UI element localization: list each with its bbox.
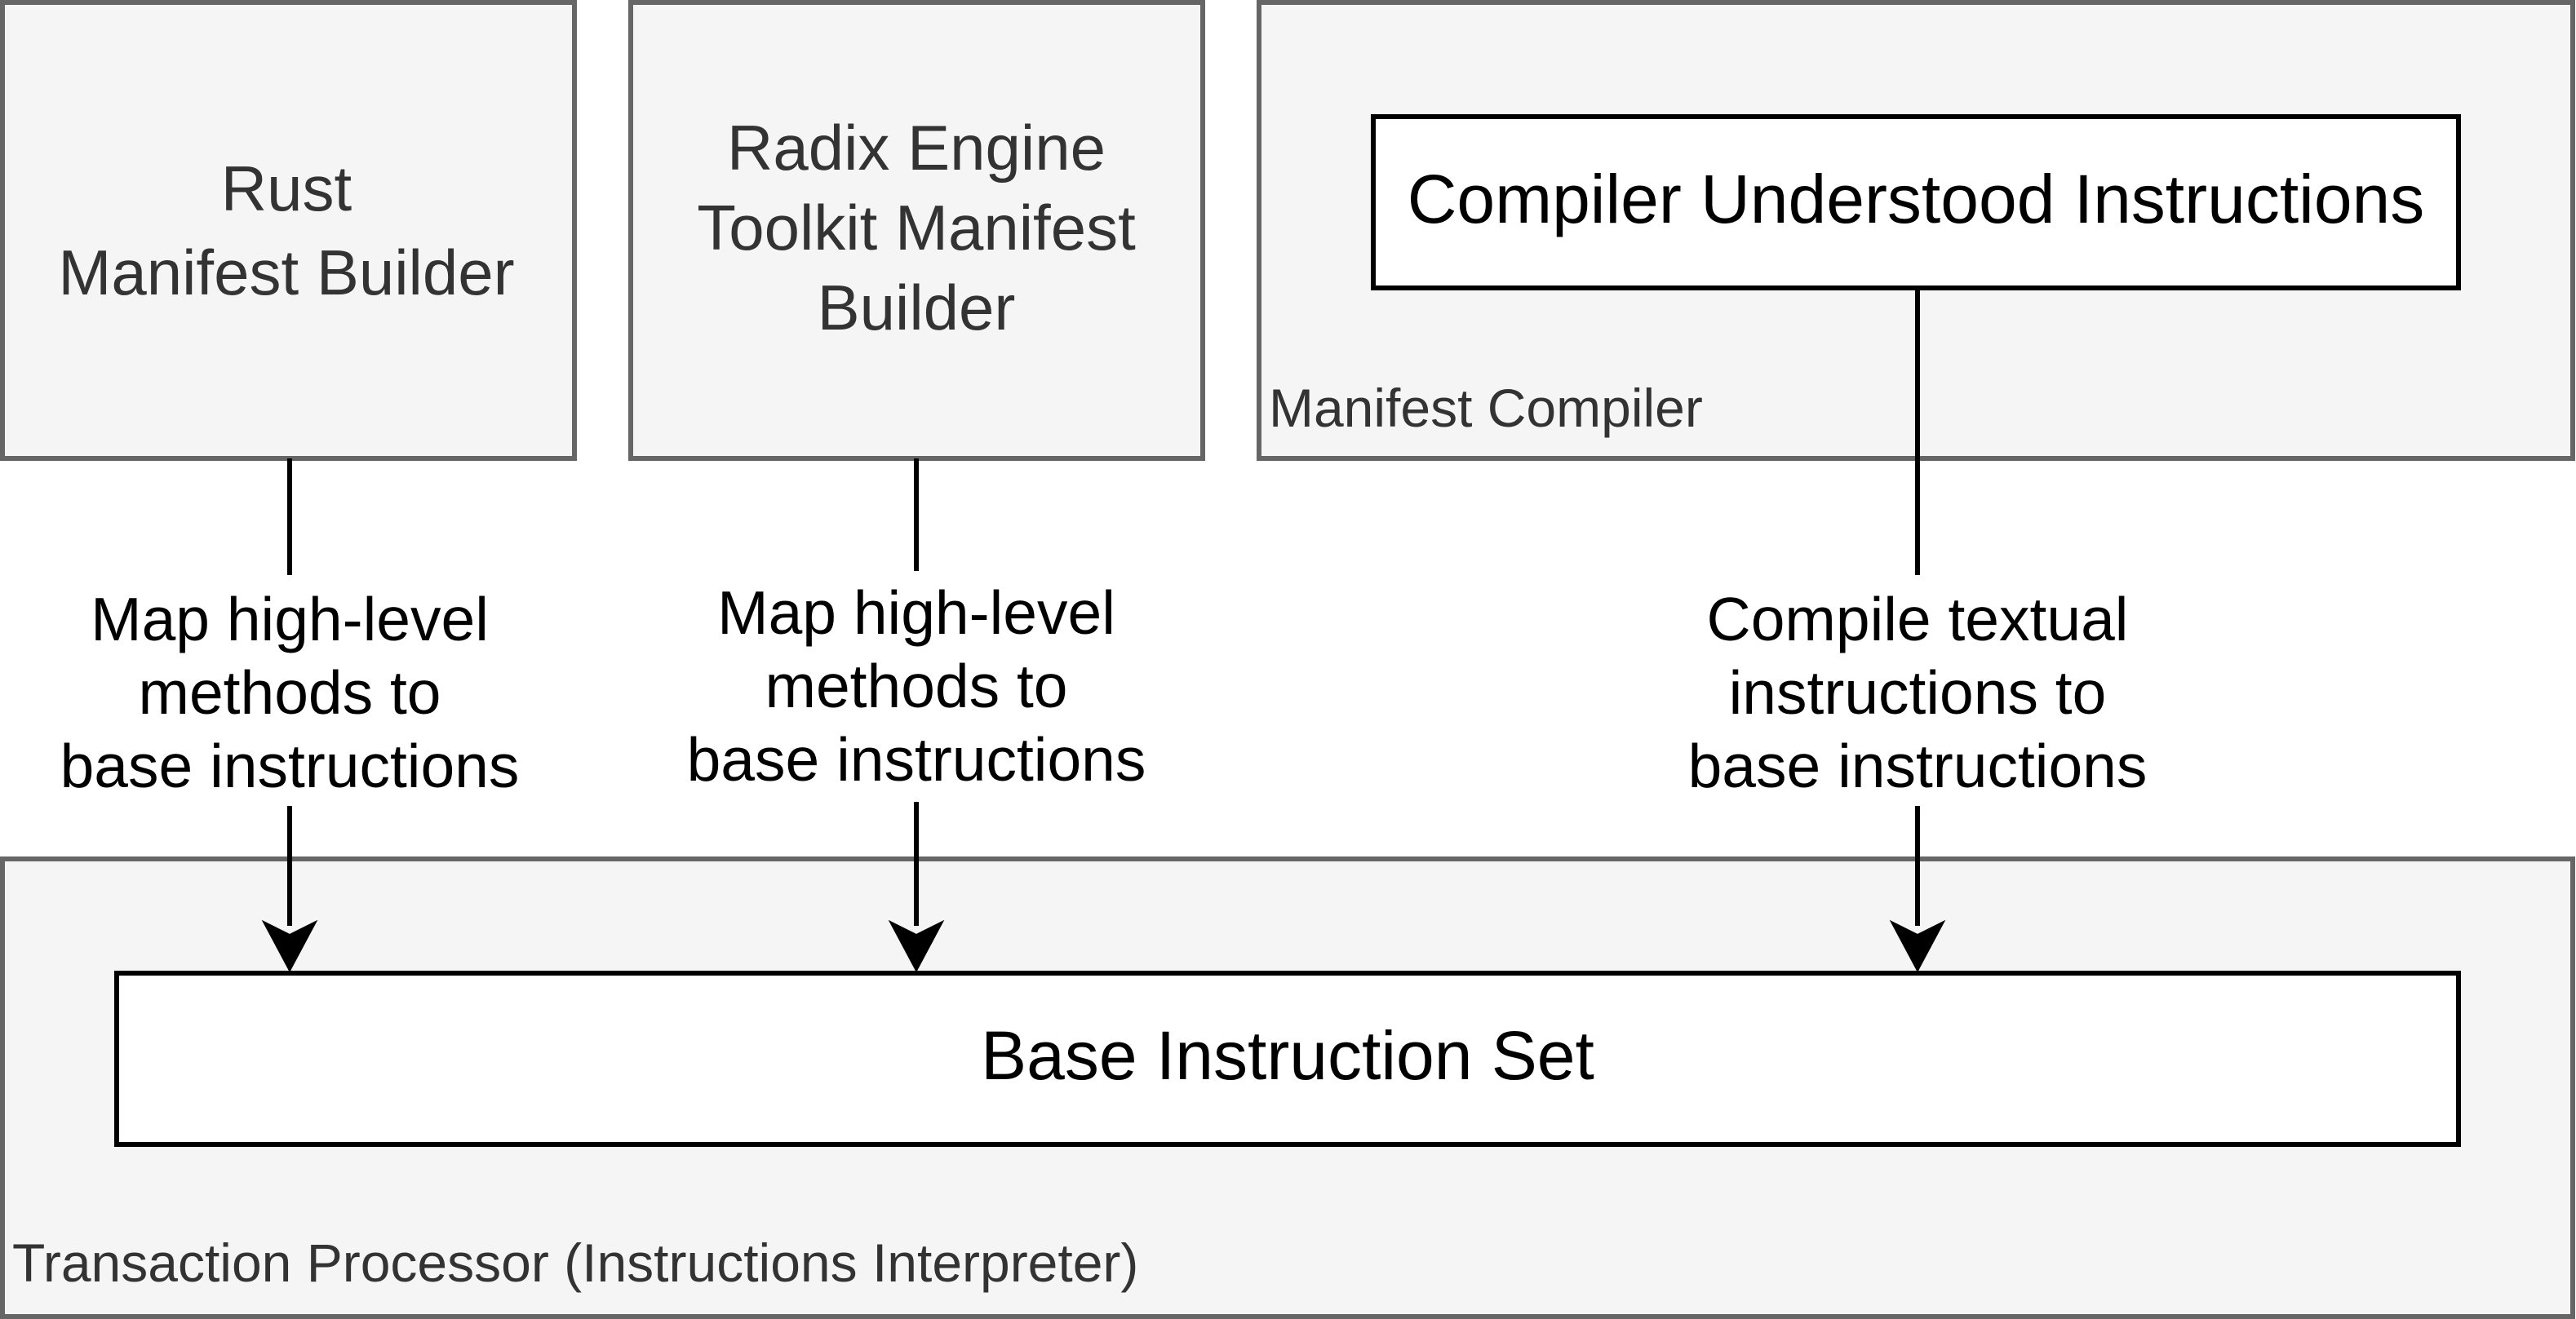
rust-builder-label-line-1: Rust	[221, 153, 352, 224]
edge-label-ret-line-2: methods to	[765, 652, 1067, 720]
edge-label-compiler: Compile textual instructions to base ins…	[1673, 575, 2162, 806]
ret-builder-label-line-3: Builder	[818, 272, 1016, 343]
base-instruction-set-node: Base Instruction Set	[114, 971, 2461, 1147]
edge-label-rust-line-2: methods to	[138, 658, 441, 727]
edge-label-rust-line-1: Map high-level	[91, 585, 489, 653]
manifest-compiler-label: Manifest Compiler	[1269, 378, 1703, 438]
base-instruction-set-label: Base Instruction Set	[981, 1017, 1594, 1094]
rust-manifest-builder-node: Rust Manifest Builder	[0, 0, 577, 461]
compiler-understood-instructions-label: Compiler Understood Instructions	[1408, 161, 2425, 237]
compiler-understood-instructions-node: Compiler Understood Instructions	[1371, 114, 2461, 290]
radix-engine-toolkit-builder-node: Radix Engine Toolkit Manifest Builder	[628, 0, 1205, 461]
edge-label-compiler-line-2: instructions to	[1729, 658, 2107, 727]
transaction-processor-label: Transaction Processor (Instructions Inte…	[12, 1233, 1138, 1293]
edge-label-ret: Map high-level methods to base instructi…	[672, 571, 1161, 802]
edge-label-ret-line-1: Map high-level	[717, 578, 1115, 647]
edge-label-compiler-line-3: base instructions	[1688, 732, 2148, 800]
edge-label-compiler-line-1: Compile textual	[1707, 585, 2129, 653]
ret-builder-label-line-1: Radix Engine	[727, 112, 1106, 184]
rust-builder-label-line-2: Manifest Builder	[58, 237, 514, 308]
edge-label-rust-line-3: base instructions	[60, 732, 520, 800]
edge-label-ret-line-3: base instructions	[687, 725, 1146, 794]
ret-builder-label-line-2: Toolkit Manifest	[697, 192, 1136, 263]
edge-label-rust: Map high-level methods to base instructi…	[45, 575, 534, 806]
